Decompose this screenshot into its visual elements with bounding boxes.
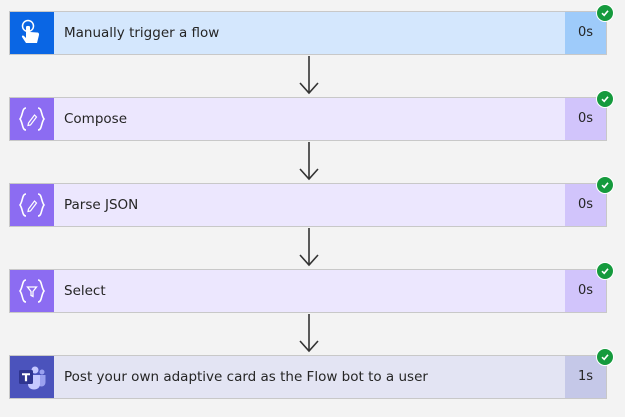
flow-step-select[interactable]: Select 0s [9, 262, 614, 313]
arrow-down-icon [299, 228, 319, 267]
flow-step-post-adaptive-card[interactable]: Post your own adaptive card as the Flow … [9, 348, 614, 399]
filter-braces-icon [10, 270, 54, 312]
touch-icon [10, 12, 54, 54]
flow-step-parse-json[interactable]: Parse JSON 0s [9, 176, 614, 227]
step-duration: 0s [565, 12, 606, 54]
data-operation-icon [10, 98, 54, 140]
check-icon [596, 348, 614, 366]
arrow-down-icon [299, 142, 319, 181]
data-operation-icon [10, 184, 54, 226]
step-title: Manually trigger a flow [64, 25, 220, 41]
teams-icon [10, 356, 54, 398]
flow-step-manual-trigger[interactable]: Manually trigger a flow 0s [9, 4, 614, 55]
step-title: Select [64, 283, 106, 299]
arrow-down-icon [299, 56, 319, 95]
check-icon [596, 90, 614, 108]
step-title: Post your own adaptive card as the Flow … [64, 369, 428, 385]
flow-step-compose[interactable]: Compose 0s [9, 90, 614, 141]
step-title: Parse JSON [64, 197, 139, 213]
arrow-down-icon [299, 314, 319, 353]
step-title: Compose [64, 111, 128, 127]
check-icon [596, 176, 614, 194]
check-icon [596, 4, 614, 22]
check-icon [596, 262, 614, 280]
